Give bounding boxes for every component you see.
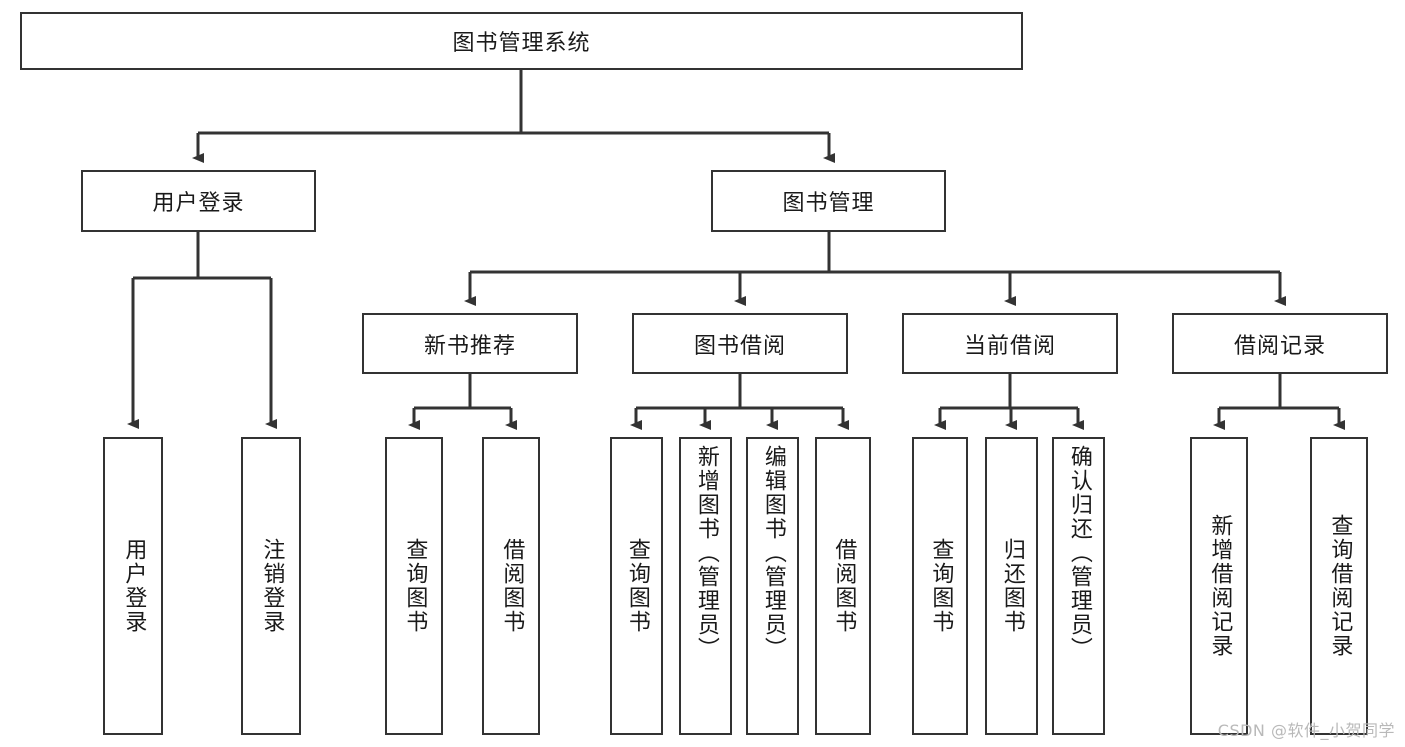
node-leaf-borrow-book-rec-label: 借阅图书 — [499, 538, 525, 634]
node-current-borrow-label: 当前借阅 — [963, 333, 1056, 359]
node-leaf-user-logout[interactable]: 注销登录 — [241, 437, 301, 735]
node-root[interactable]: 图书管理系统 — [20, 12, 1023, 70]
node-book-borrow[interactable]: 图书借阅 — [632, 313, 848, 374]
node-leaf-edit-book-label: 编辑图书（管理员） — [760, 445, 786, 661]
node-leaf-borrow-book-rec[interactable]: 借阅图书 — [482, 437, 540, 735]
node-leaf-query-book-borrow[interactable]: 查询图书 — [610, 437, 663, 735]
node-leaf-add-book[interactable]: 新增图书（管理员） — [679, 437, 732, 735]
node-leaf-borrow-book[interactable]: 借阅图书 — [815, 437, 871, 735]
node-leaf-query-book-borrow-label: 查询图书 — [624, 538, 650, 634]
node-borrow-record-label: 借阅记录 — [1233, 333, 1326, 359]
node-user-login-label: 用户登录 — [152, 191, 245, 216]
node-leaf-user-logout-label: 注销登录 — [259, 538, 285, 634]
node-leaf-confirm-return-label: 确认归还（管理员） — [1066, 445, 1092, 661]
node-leaf-edit-book[interactable]: 编辑图书（管理员） — [746, 437, 799, 735]
node-leaf-query-book-current-label: 查询图书 — [928, 538, 954, 634]
node-leaf-query-book-rec[interactable]: 查询图书 — [385, 437, 443, 735]
node-book-borrow-label: 图书借阅 — [693, 333, 786, 359]
node-leaf-confirm-return[interactable]: 确认归还（管理员） — [1052, 437, 1105, 735]
node-book-manage-label: 图书管理 — [782, 191, 875, 216]
node-current-borrow[interactable]: 当前借阅 — [902, 313, 1118, 374]
node-book-manage[interactable]: 图书管理 — [711, 170, 946, 232]
node-root-label: 图书管理系统 — [452, 31, 591, 56]
node-leaf-user-login-label: 用户登录 — [121, 538, 147, 634]
node-leaf-query-record-label: 查询借阅记录 — [1327, 514, 1353, 658]
node-leaf-add-record-label: 新增借阅记录 — [1207, 514, 1233, 658]
csdn-watermark: CSDN @软件_小贺同学 — [1217, 721, 1395, 740]
node-borrow-record[interactable]: 借阅记录 — [1172, 313, 1388, 374]
node-leaf-return-book[interactable]: 归还图书 — [985, 437, 1038, 735]
node-user-login[interactable]: 用户登录 — [81, 170, 316, 232]
node-leaf-user-login[interactable]: 用户登录 — [103, 437, 163, 735]
node-leaf-borrow-book-label: 借阅图书 — [831, 538, 857, 634]
node-new-book-recommend-label: 新书推荐 — [423, 333, 516, 359]
node-leaf-add-book-label: 新增图书（管理员） — [693, 445, 719, 661]
node-leaf-query-record[interactable]: 查询借阅记录 — [1310, 437, 1368, 735]
node-new-book-recommend[interactable]: 新书推荐 — [362, 313, 578, 374]
node-leaf-query-book-current[interactable]: 查询图书 — [912, 437, 968, 735]
node-leaf-query-book-rec-label: 查询图书 — [402, 538, 428, 634]
node-leaf-add-record[interactable]: 新增借阅记录 — [1190, 437, 1248, 735]
node-leaf-return-book-label: 归还图书 — [999, 538, 1025, 634]
